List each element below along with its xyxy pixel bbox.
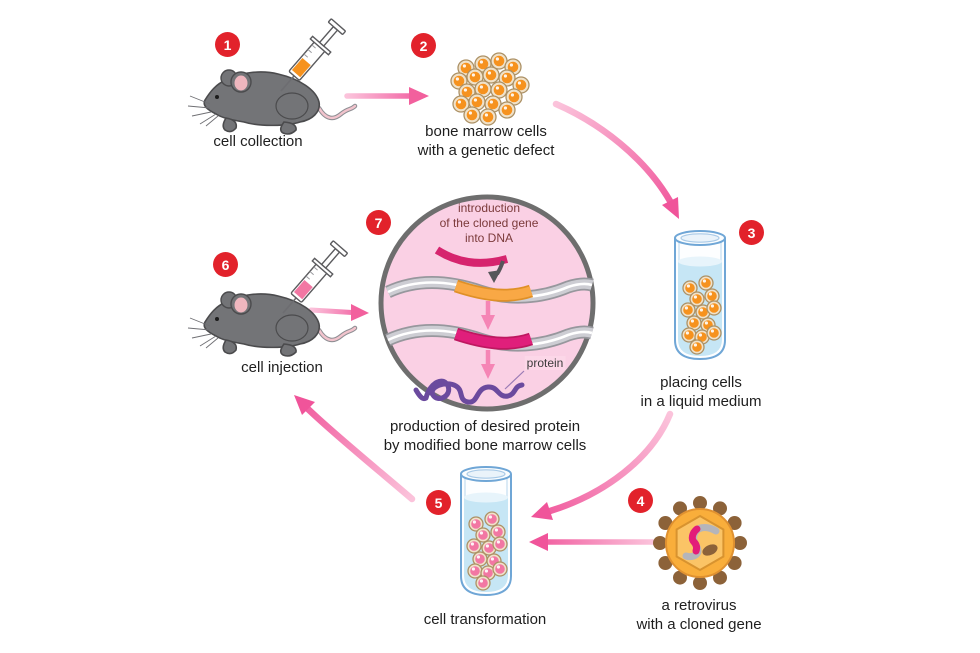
dna-strand-inserted-gene: [385, 276, 594, 304]
syringe-icon: [280, 18, 346, 92]
gene-insertion-arrow-icon: [488, 260, 505, 283]
protein-squiggle: [413, 378, 525, 405]
step-1-badge: 1: [215, 32, 240, 57]
dna-strand-expressed-gene: [385, 324, 594, 352]
step-6-label: cell injection: [241, 359, 323, 376]
mouse-step6-illustration: [187, 291, 358, 357]
mouse-eye: [215, 317, 219, 321]
arrow-step1-to-step2: [344, 87, 429, 105]
step-3-badge: 3: [739, 220, 764, 245]
transcription-arrow-icon: [481, 301, 495, 330]
arrow-step5-to-step6: [294, 395, 416, 503]
step-5-label: cell transformation: [423, 611, 547, 628]
arrow-step6-to-step7: [308, 304, 369, 321]
step-5-badge: 5: [426, 490, 451, 515]
step-7-badge: 7: [366, 210, 391, 235]
step-7-label: production of desired protein by modifie…: [383, 418, 587, 454]
step-2-label: bone marrow cells with a genetic defect: [417, 123, 555, 159]
cloned-gene-band: [434, 246, 509, 267]
test-tube-step5-icon: [460, 466, 512, 597]
step-4-label: a retrovirus with a cloned gene: [636, 597, 762, 633]
retrovirus-icon: [653, 496, 747, 590]
cloned-gene-intro-annotation: introduction of the cloned gene into DNA: [439, 201, 539, 245]
mouse-eye: [215, 95, 219, 99]
step-4-badge: 4: [628, 488, 653, 513]
protein-annotation: protein: [524, 356, 566, 370]
translation-arrow-icon: [481, 350, 495, 379]
step-3-label: placing cells in a liquid medium: [640, 374, 762, 410]
arrow-step3-to-step5: [531, 410, 674, 520]
step-6-badge: 6: [213, 252, 238, 277]
syringe-icon: [282, 240, 348, 314]
mouse-step1-illustration: [187, 69, 358, 135]
arrow-step4-to-step5: [529, 533, 656, 551]
bone-marrow-cells-icon: [450, 52, 530, 126]
arrow-step2-to-step3: [552, 100, 679, 219]
protein-pointer-line: [504, 370, 525, 390]
test-tube-step3-icon: [674, 230, 726, 361]
step-2-badge: 2: [411, 33, 436, 58]
step-1-label: cell collection: [213, 133, 303, 150]
